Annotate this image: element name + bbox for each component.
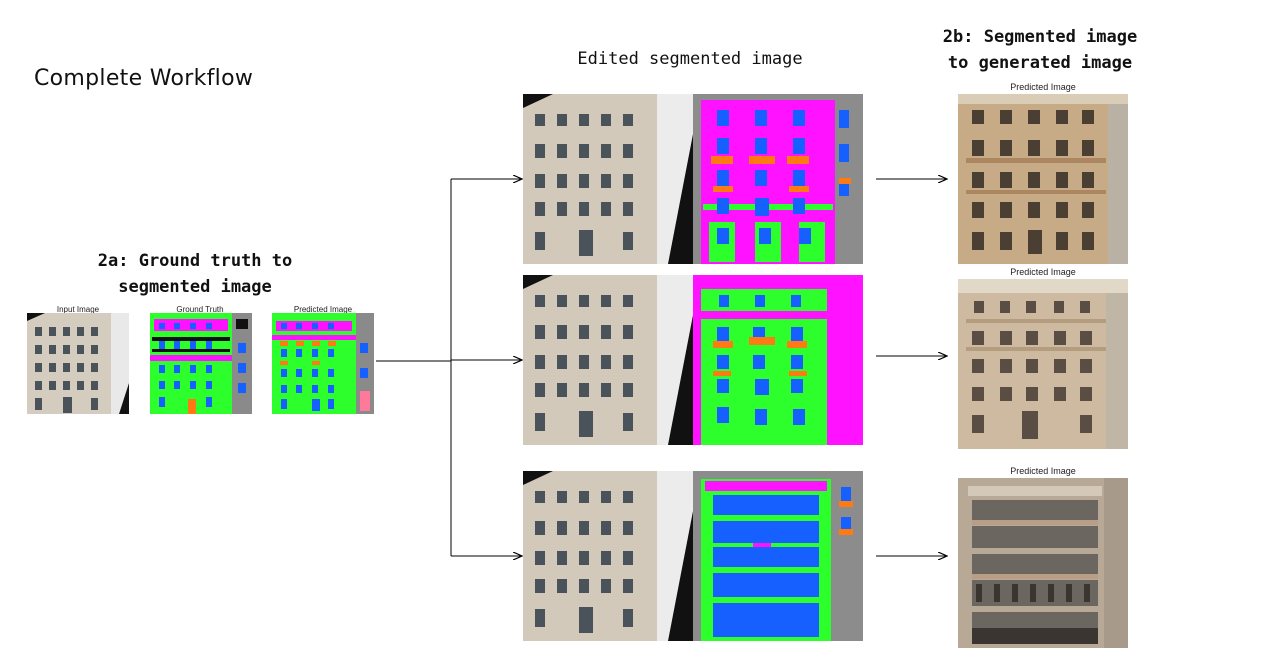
- caption-predicted-image-1: Predicted Image: [1010, 82, 1076, 92]
- caption-predicted-image-3: Predicted Image: [1010, 466, 1076, 476]
- input-building-photo: [27, 313, 129, 414]
- ground-truth-segmentation: [150, 313, 252, 414]
- generated-image-3: [958, 478, 1128, 648]
- heading-2a-line1: 2a: Ground truth to: [97, 251, 293, 271]
- generated-image-1: [958, 94, 1128, 264]
- caption-input-image: Input Image: [56, 305, 100, 314]
- predicted-segmentation-2a: [272, 313, 374, 414]
- edited-pair-2: [523, 275, 863, 445]
- heading-2b: 2b: Segmented image to generated image: [900, 24, 1180, 76]
- caption-predicted-image-2a: Predicted Image: [293, 305, 353, 314]
- heading-2a-line2: segmented image: [118, 277, 272, 297]
- heading-2a: 2a: Ground truth to segmented image: [60, 248, 330, 300]
- edited-pair-1: [523, 94, 863, 264]
- edited-pair-3: [523, 471, 863, 641]
- heading-2b-line1: 2b: Segmented image: [942, 27, 1138, 47]
- generated-image-2: [958, 279, 1128, 449]
- heading-edited-segmented: Edited segmented image: [577, 49, 803, 69]
- caption-predicted-image-2: Predicted Image: [1010, 267, 1076, 277]
- caption-ground-truth: Ground Truth: [176, 305, 224, 314]
- heading-2b-line2: to generated image: [947, 53, 1133, 73]
- page-title: Complete Workflow: [34, 66, 254, 91]
